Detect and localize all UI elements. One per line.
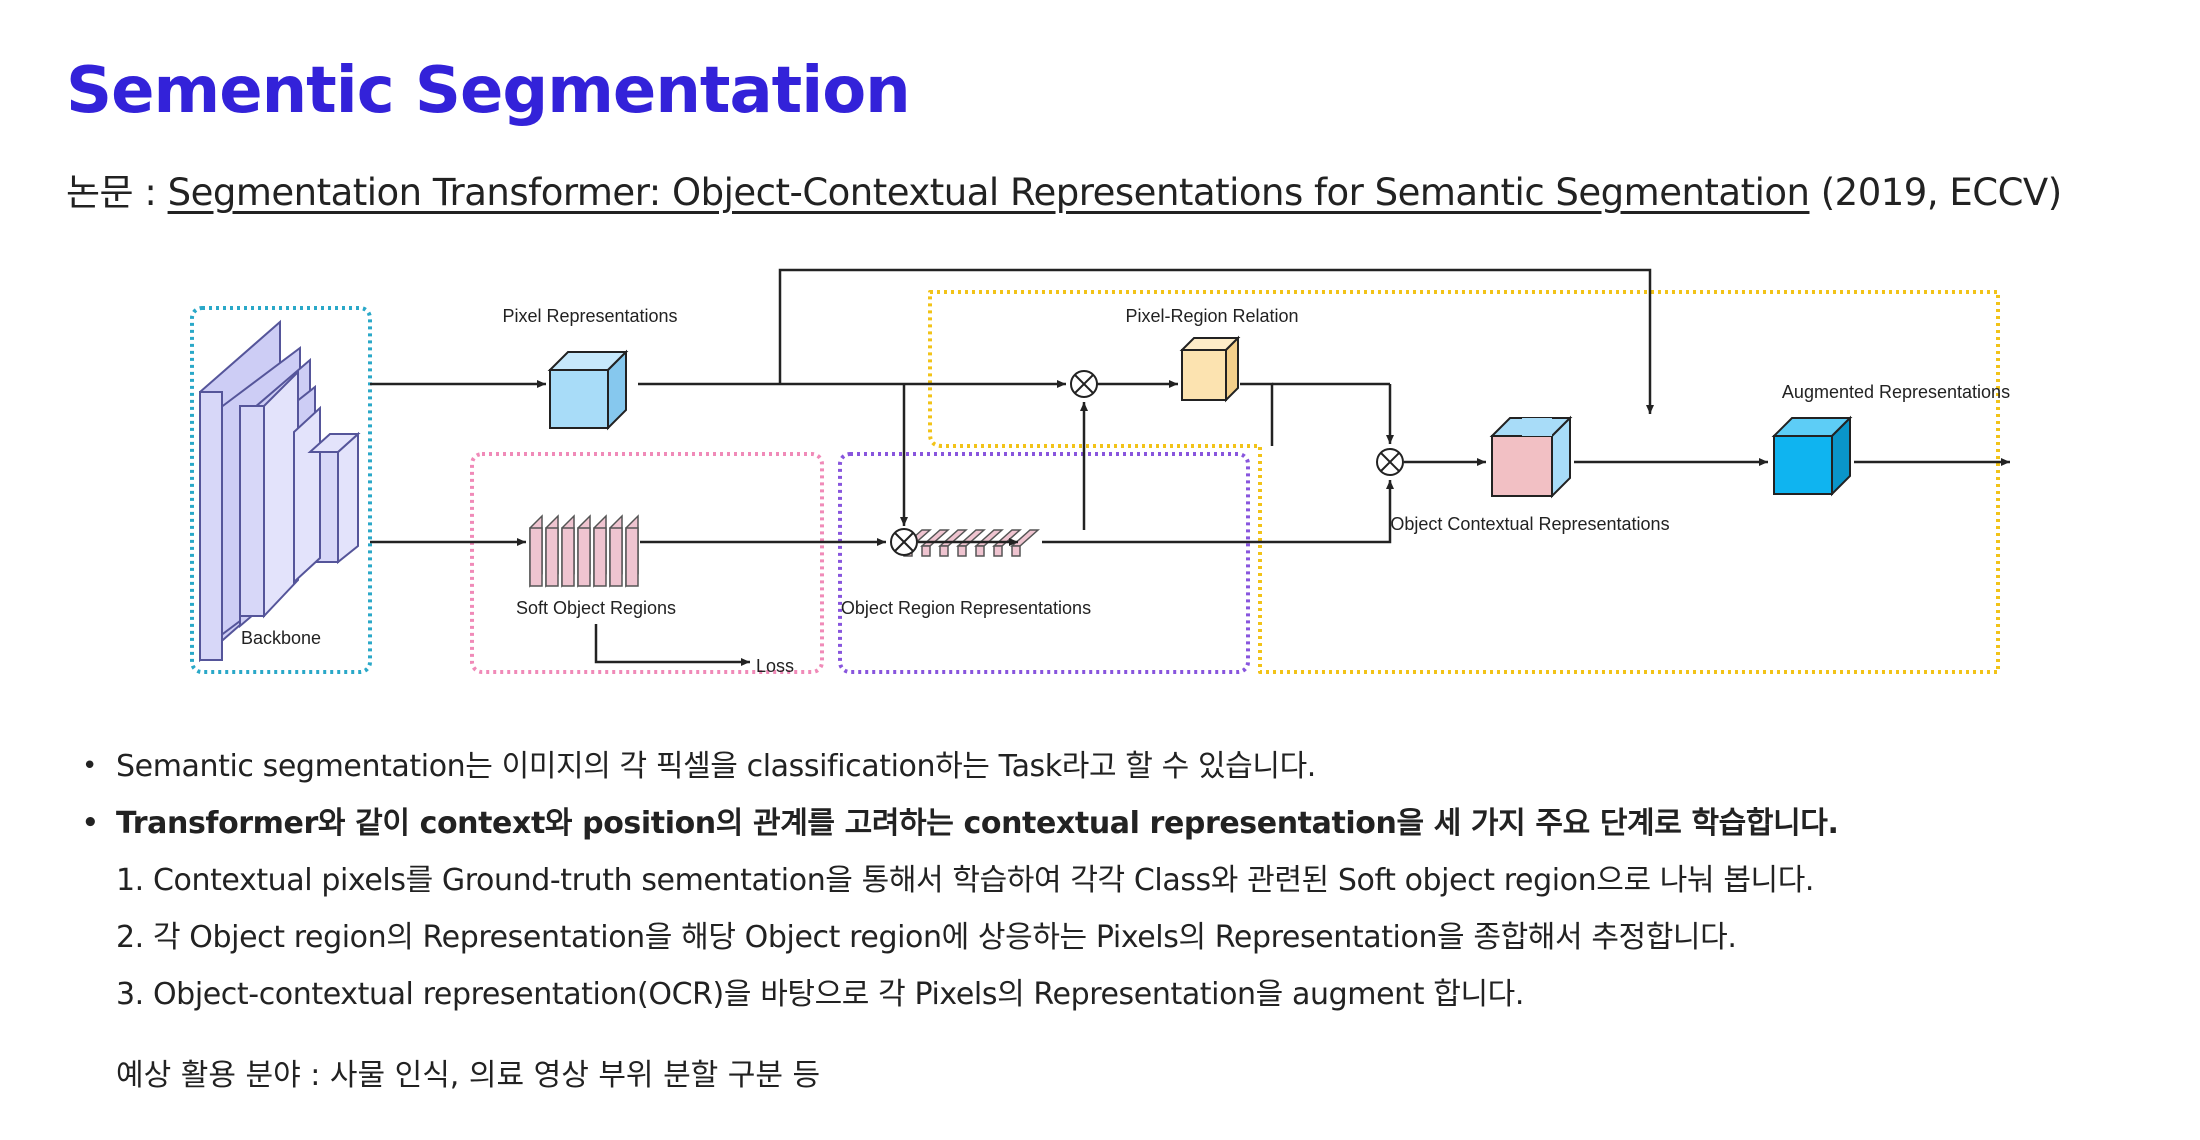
diagram-connectors — [370, 268, 2010, 666]
object-region-representations-label: Object Region Representations — [841, 598, 1091, 618]
pixel-representations-label: Pixel Representations — [502, 306, 677, 326]
page-title: Sementic Segmentation — [66, 54, 911, 128]
summary-bullets: • Semantic segmentation는 이미지의 각 픽셀을 class… — [82, 738, 1839, 852]
bullet-item: • Semantic segmentation는 이미지의 각 픽셀을 class… — [82, 738, 1838, 795]
bullet-text: Transformer와 같이 context와 position의 관계를 고… — [116, 806, 1839, 841]
soft-object-region-slices — [529, 514, 639, 588]
paper-prefix: 논문 : — [66, 171, 168, 214]
multiply-node-top — [1070, 370, 1098, 398]
augmented-representations-cube — [1771, 415, 1853, 497]
loss-label: Loss — [756, 656, 794, 676]
step-item: 2. 각 Object region의 Representation을 해당 O… — [116, 920, 1737, 955]
object-region-representations-box — [838, 452, 1250, 674]
paper-year-venue: (2019, ECCV) — [1809, 171, 2062, 214]
bullet-item: • Transformer와 같이 context와 position의 관계를 … — [82, 795, 1839, 852]
multiply-node-right — [1376, 448, 1404, 476]
step-item: 3. Object-contextual representation(OCR)… — [116, 977, 1524, 1012]
soft-object-regions-label: Soft Object Regions — [516, 598, 676, 618]
bullet-dot-icon: • — [82, 808, 99, 838]
soft-object-regions-box — [470, 452, 824, 674]
multiply-node-left — [890, 528, 918, 556]
steps-list: 1. Contextual pixels를 Ground-truth semen… — [116, 852, 1814, 1023]
backbone-region-box — [190, 306, 372, 674]
pixel-region-relation-cube — [1179, 335, 1241, 403]
paper-reference: 논문 : Segmentation Transformer: Object-Co… — [66, 162, 2062, 216]
bullet-dot-icon: • — [82, 751, 97, 781]
object-contextual-representations-cube — [1489, 415, 1573, 499]
backbone-layer-sides — [263, 369, 361, 619]
bullet-text: Semantic segmentation는 이미지의 각 픽셀을 classi… — [116, 749, 1316, 784]
augmented-representations-label: Augmented Representations — [1782, 382, 2010, 402]
pixel-region-relation-label: Pixel-Region Relation — [1125, 306, 1298, 326]
usage-note: 예상 활용 분야 : 사물 인식, 의료 영상 부위 분할 구분 등 — [116, 1058, 821, 1093]
step-item: 1. Contextual pixels를 Ground-truth semen… — [116, 863, 1815, 898]
pixel-representations-cube — [547, 349, 629, 431]
pixel-region-relation-box — [928, 290, 2000, 674]
object-contextual-representations-label: Object Contextual Representations — [1390, 514, 1669, 534]
ocr-architecture-diagram: Backbone Pixel Representations Soft Obje… — [190, 268, 2010, 676]
backbone-label: Backbone — [241, 628, 321, 648]
paper-link[interactable]: Segmentation Transformer: Object-Context… — [167, 171, 1810, 214]
